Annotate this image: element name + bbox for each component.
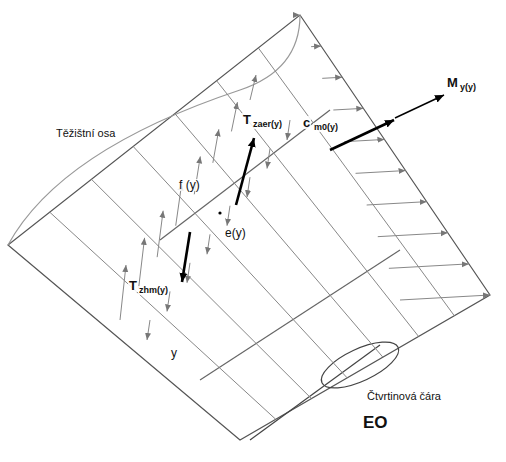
force-symbol: T bbox=[242, 113, 252, 126]
distance-label: e(y) bbox=[224, 227, 247, 239]
moment-subscript: y(y) bbox=[459, 83, 477, 92]
function-label: f (y) bbox=[178, 179, 201, 191]
line-label: Čtvrtinová čára bbox=[366, 391, 442, 402]
force-symbol: T bbox=[128, 279, 138, 292]
coordinate-label: y bbox=[170, 347, 178, 359]
axis-label: EO bbox=[362, 414, 389, 431]
coefficient-symbol: c bbox=[302, 116, 311, 129]
force-subscript: zhm(y) bbox=[138, 286, 169, 295]
moment-symbol: M bbox=[446, 76, 459, 89]
axis-label: Těžištní osa bbox=[55, 128, 116, 139]
force-subscript: zaer(y) bbox=[252, 120, 283, 129]
coefficient-subscript: m0(y) bbox=[313, 123, 339, 132]
